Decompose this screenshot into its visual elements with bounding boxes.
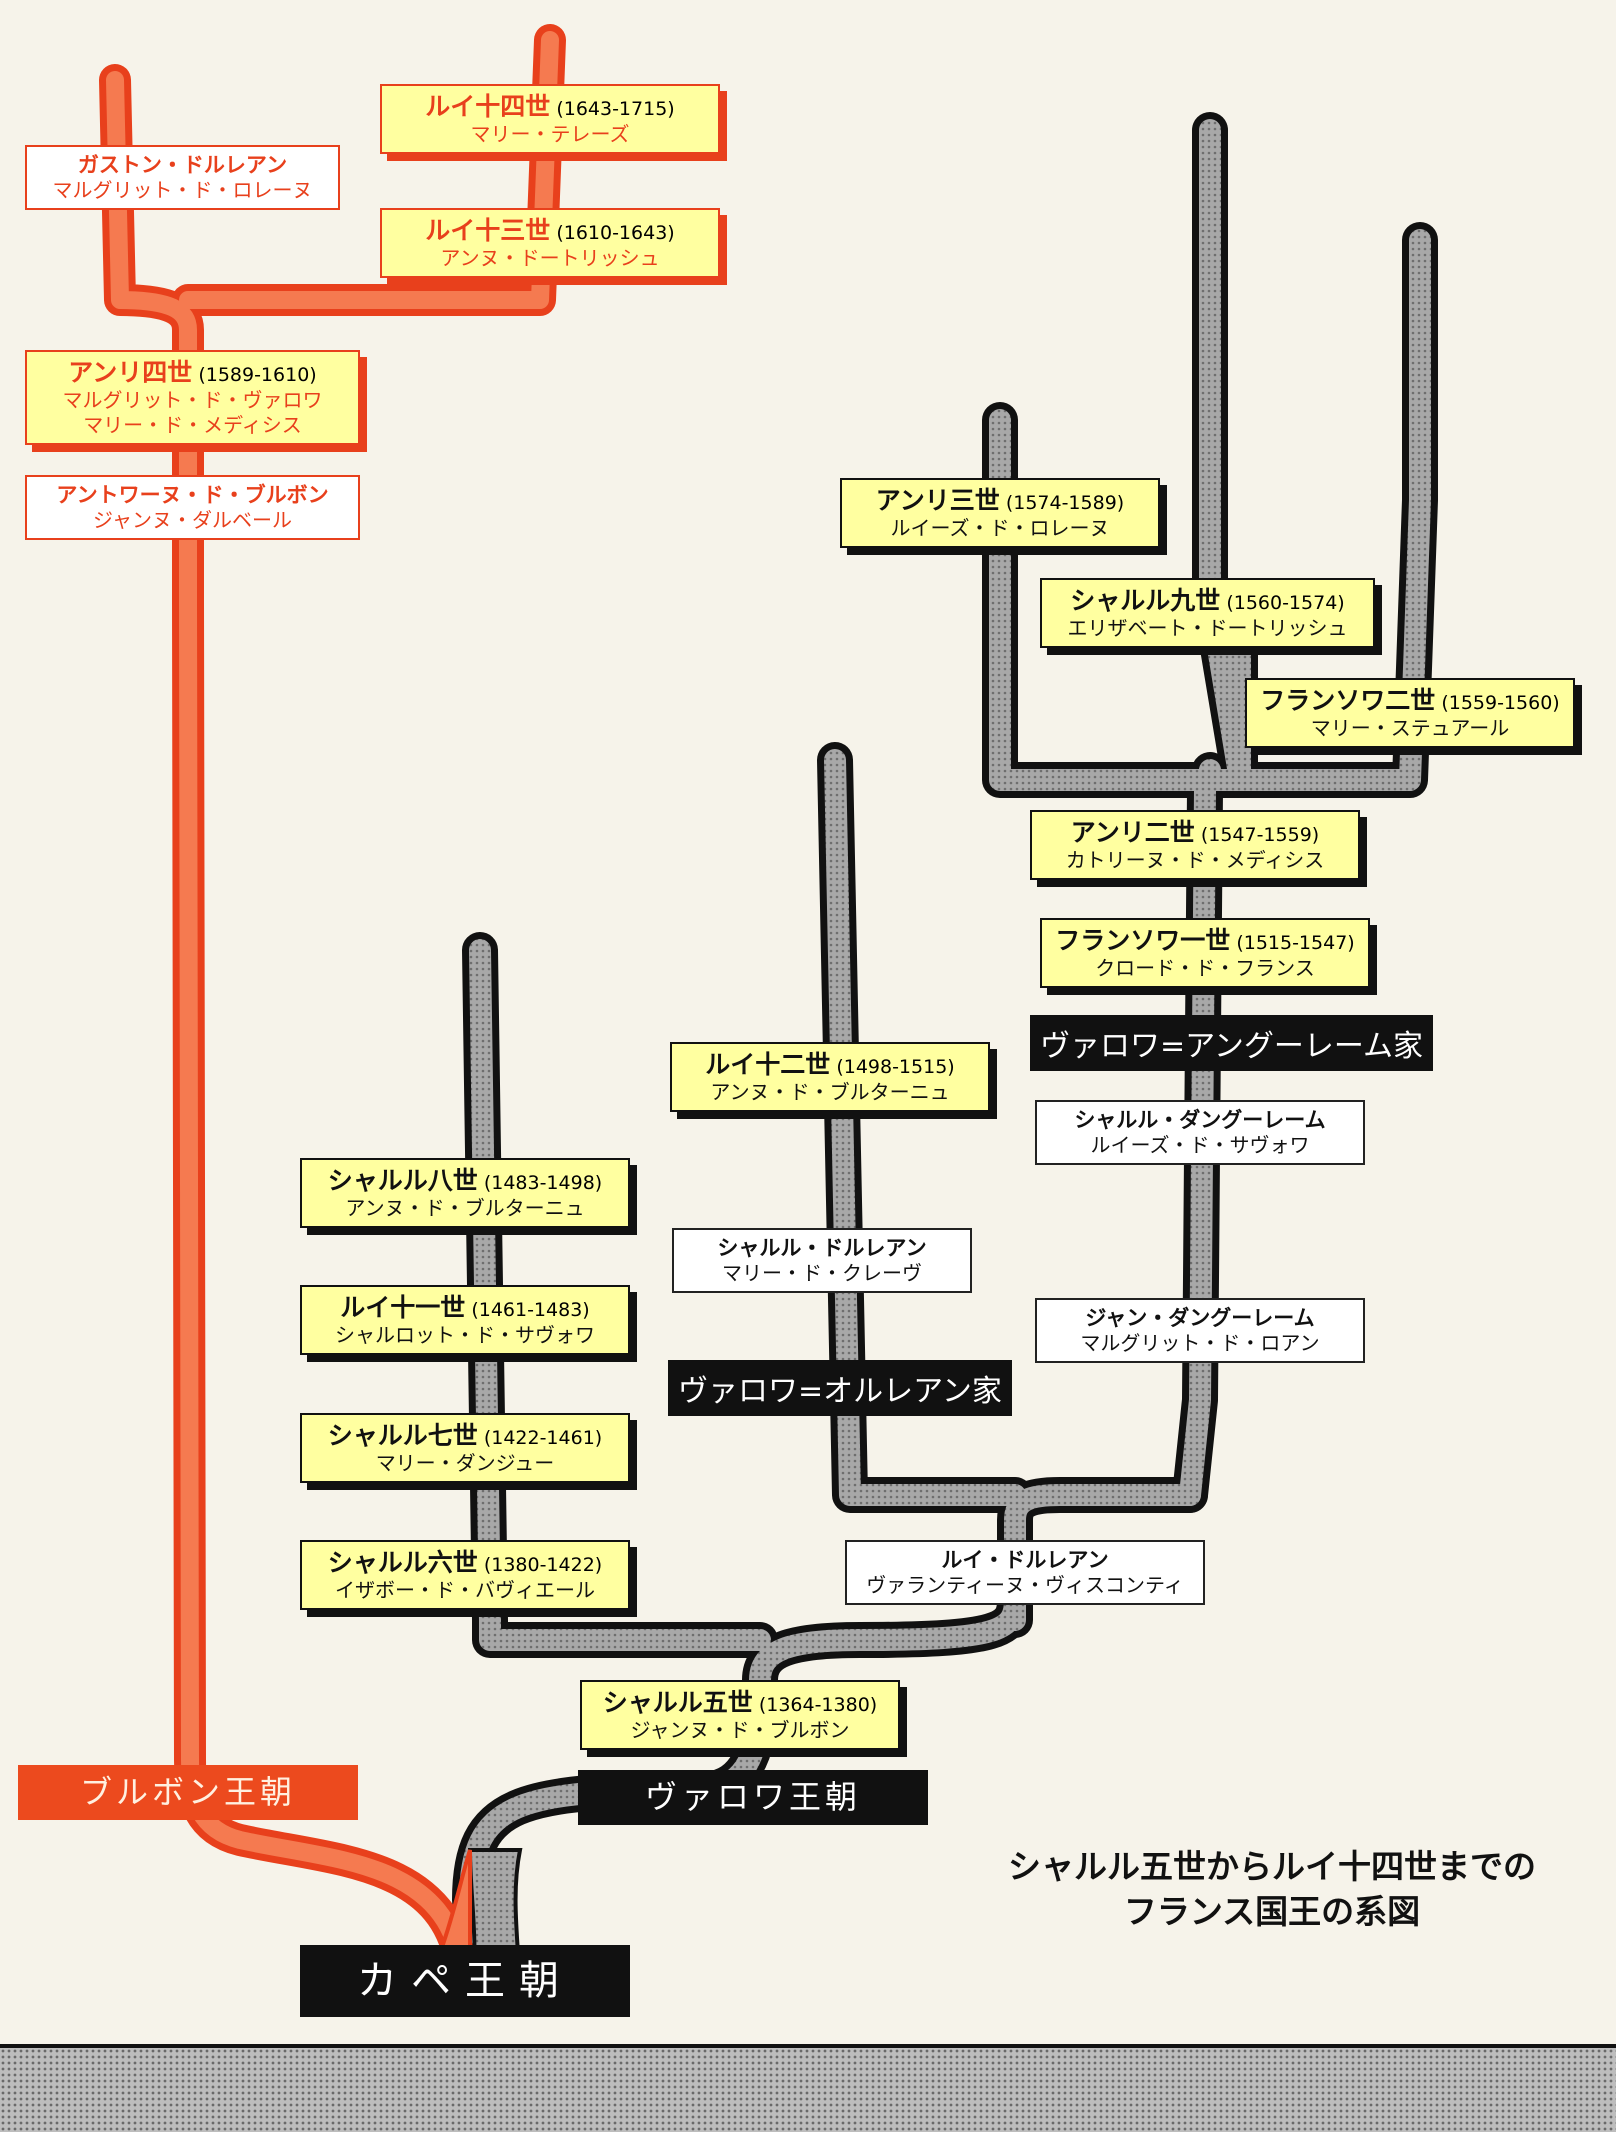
noble-box-antoine-bourbon: アントワーヌ・ド・ブルボン ジャンヌ・ダルベール <box>25 475 360 541</box>
king-name: シャルル七世 <box>327 1421 478 1450</box>
noble-name: アントワーヌ・ド・ブルボン <box>56 483 329 507</box>
king-spouse: マリー・ダンジュー <box>375 1451 555 1476</box>
noble-box-louis-orleans: ルイ・ドルレアン ヴァランティーヌ・ヴィスコンティ <box>845 1540 1205 1606</box>
king-box-francois2: フランソワ二世(1559-1560) マリー・ステュアール <box>1245 678 1575 749</box>
king-name: アンリ三世 <box>875 486 1000 515</box>
king-box-charles9: シャルル九世(1560-1574) エリザベート・ドートリッシュ <box>1040 578 1375 649</box>
king-name: シャルル九世 <box>1070 586 1221 615</box>
king-spouse: イザボー・ド・バヴィエール <box>335 1578 595 1603</box>
king-box-henri2: アンリ二世(1547-1559) カトリーヌ・ド・メディシス <box>1030 810 1360 881</box>
king-years: (1589-1610) <box>198 364 317 386</box>
king-name: ルイ十四世 <box>425 92 551 121</box>
king-name: シャルル八世 <box>327 1166 478 1195</box>
king-name: フランソワ一世 <box>1055 926 1231 955</box>
king-spouse: エリザベート・ドートリッシュ <box>1067 616 1348 641</box>
king-spouse: マルグリット・ド・ヴァロワ <box>62 388 323 413</box>
king-spouse: ルイーズ・ド・ロレーヌ <box>890 516 1110 541</box>
king-spouse-2: マリー・ド・メディシス <box>83 413 302 438</box>
king-years: (1364-1380) <box>758 1694 878 1716</box>
king-spouse: マリー・ステュアール <box>1310 716 1510 741</box>
king-box-charles6: シャルル六世(1380-1422) イザボー・ド・バヴィエール <box>300 1540 630 1611</box>
noble-name: ガストン・ドルレアン <box>77 153 288 177</box>
noble-box-charles-orleans: シャルル・ドルレアン マリー・ド・クレーヴ <box>672 1228 972 1294</box>
house-label-valois-orleans: ヴァロワ=オルレアン家 <box>668 1360 1012 1416</box>
king-name: ルイ十一世 <box>340 1293 466 1322</box>
king-name: ルイ十三世 <box>425 216 551 245</box>
king-box-louis11: ルイ十一世(1461-1483) シャルロット・ド・サヴォワ <box>300 1285 630 1356</box>
king-box-charles8: シャルル八世(1483-1498) アンヌ・ド・ブルターニュ <box>300 1158 630 1229</box>
king-spouse: シャルロット・ド・サヴォワ <box>335 1323 595 1348</box>
king-spouse: アンヌ・ド・ブルターニュ <box>345 1196 585 1221</box>
noble-spouse: ルイーズ・ド・サヴォワ <box>1090 1133 1310 1158</box>
king-years: (1422-1461) <box>483 1427 603 1449</box>
king-years: (1610-1643) <box>556 222 675 244</box>
king-years: (1560-1574) <box>1226 592 1345 614</box>
noble-name: シャルル・ドルレアン <box>717 1236 927 1260</box>
noble-name: ジャン・ダングーレーム <box>1085 1306 1315 1330</box>
king-name: アンリ四世 <box>68 358 193 387</box>
king-years: (1559-1560) <box>1441 692 1560 714</box>
king-box-francois1: フランソワ一世(1515-1547) クロード・ド・フランス <box>1040 918 1370 989</box>
noble-box-gaston-orleans: ガストン・ドルレアン マルグリット・ド・ロレーヌ <box>25 145 340 211</box>
king-box-louis14: ルイ十四世(1643-1715) マリー・テレーズ <box>380 84 720 155</box>
dynasty-label-capet: カペ王朝 <box>300 1945 630 2017</box>
king-box-louis12: ルイ十二世(1498-1515) アンヌ・ド・ブルターニュ <box>670 1042 990 1113</box>
king-spouse: アンヌ・ドートリッシュ <box>440 246 660 271</box>
king-name: フランソワ二世 <box>1260 686 1436 715</box>
king-spouse: カトリーヌ・ド・メディシス <box>1065 848 1325 873</box>
noble-spouse: マルグリット・ド・ロレーヌ <box>52 178 313 203</box>
dynasty-label-bourbon: ブルボン王朝 <box>18 1765 358 1820</box>
king-years: (1483-1498) <box>483 1172 603 1194</box>
king-years: (1547-1559) <box>1200 824 1320 846</box>
king-years: (1515-1547) <box>1236 932 1355 954</box>
noble-name: シャルル・ダングーレーム <box>1074 1108 1326 1132</box>
king-spouse: クロード・ド・フランス <box>1095 956 1315 981</box>
house-label-valois-angouleme: ヴァロワ=アングーレーム家 <box>1030 1015 1434 1071</box>
king-name: アンリ二世 <box>1070 818 1195 847</box>
noble-spouse: ヴァランティーヌ・ヴィスコンティ <box>866 1573 1184 1598</box>
noble-name: ルイ・ドルレアン <box>941 1548 1109 1572</box>
king-box-charles5: シャルル五世(1364-1380) ジャンヌ・ド・ブルボン <box>580 1680 900 1751</box>
noble-spouse: マルグリット・ド・ロアン <box>1080 1331 1320 1356</box>
king-spouse: マリー・テレーズ <box>470 122 630 147</box>
noble-box-charles-angouleme: シャルル・ダングーレーム ルイーズ・ド・サヴォワ <box>1035 1100 1365 1166</box>
king-years: (1461-1483) <box>471 1299 590 1321</box>
king-years: (1643-1715) <box>556 98 675 120</box>
king-name: ルイ十二世 <box>705 1050 831 1079</box>
king-box-louis13: ルイ十三世(1610-1643) アンヌ・ドートリッシュ <box>380 208 720 279</box>
caption-line-2: フランス国王の系図 <box>1123 1891 1421 1931</box>
ground-band <box>0 2044 1616 2132</box>
king-years: (1574-1589) <box>1005 492 1125 514</box>
noble-spouse: ジャンヌ・ダルベール <box>93 508 292 533</box>
noble-box-jean-angouleme: ジャン・ダングーレーム マルグリット・ド・ロアン <box>1035 1298 1365 1364</box>
king-name: シャルル六世 <box>327 1548 478 1577</box>
caption-line-1: シャルル五世からルイ十四世までの <box>1008 1847 1536 1886</box>
dynasty-label-valois: ヴァロワ王朝 <box>578 1770 928 1825</box>
king-box-charles7: シャルル七世(1422-1461) マリー・ダンジュー <box>300 1413 630 1484</box>
king-spouse: アンヌ・ド・ブルターニュ <box>710 1080 950 1105</box>
king-box-henri3: アンリ三世(1574-1589) ルイーズ・ド・ロレーヌ <box>840 478 1160 549</box>
diagram-caption: シャルル五世からルイ十四世までの フランス国王の系図 <box>1008 1845 1536 1934</box>
noble-spouse: マリー・ド・クレーヴ <box>722 1261 922 1286</box>
king-years: (1380-1422) <box>483 1554 603 1576</box>
king-years: (1498-1515) <box>836 1056 955 1078</box>
king-name: シャルル五世 <box>602 1688 753 1717</box>
king-box-henri4: アンリ四世(1589-1610) マルグリット・ド・ヴァロワ マリー・ド・メディ… <box>25 350 360 446</box>
king-spouse: ジャンヌ・ド・ブルボン <box>630 1718 850 1743</box>
